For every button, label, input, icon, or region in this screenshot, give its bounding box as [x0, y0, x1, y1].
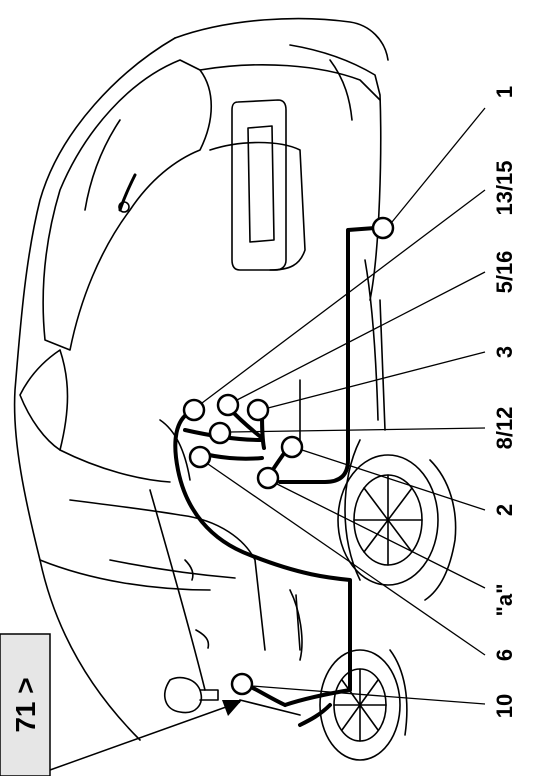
connector-2 — [280, 435, 304, 459]
connector-1 — [371, 216, 395, 240]
callout-label-a: "a" — [492, 583, 517, 616]
callout-labels: 1 13/15 5/16 3 8/12 2 "a" 6 10 — [492, 86, 517, 718]
callout-label-8-12: 8/12 — [492, 407, 517, 450]
connector-6 — [188, 445, 212, 469]
connector-3 — [246, 398, 270, 422]
callout-label-13-15: 13/15 — [492, 160, 517, 215]
reference-tab: 71 > — [0, 633, 242, 776]
reference-tab-text: 71 > — [10, 677, 41, 732]
callout-label-2: 2 — [492, 504, 517, 516]
reference-arrow-head — [222, 700, 242, 716]
vehicle-outline — [13, 17, 457, 761]
callout-label-6: 6 — [492, 649, 517, 661]
connector-13-15 — [182, 398, 206, 422]
connector-5-16 — [216, 393, 240, 417]
connector-8-12 — [208, 421, 232, 445]
callout-label-1: 1 — [492, 86, 517, 98]
callout-label-10: 10 — [492, 694, 517, 718]
callout-label-3: 3 — [492, 346, 517, 358]
reference-arrow-line — [49, 701, 241, 771]
connector-10 — [230, 672, 254, 696]
leader-lines — [201, 107, 486, 705]
connector-a — [256, 466, 280, 490]
callout-label-5-16: 5/16 — [492, 251, 517, 294]
connector-circles — [182, 216, 395, 696]
